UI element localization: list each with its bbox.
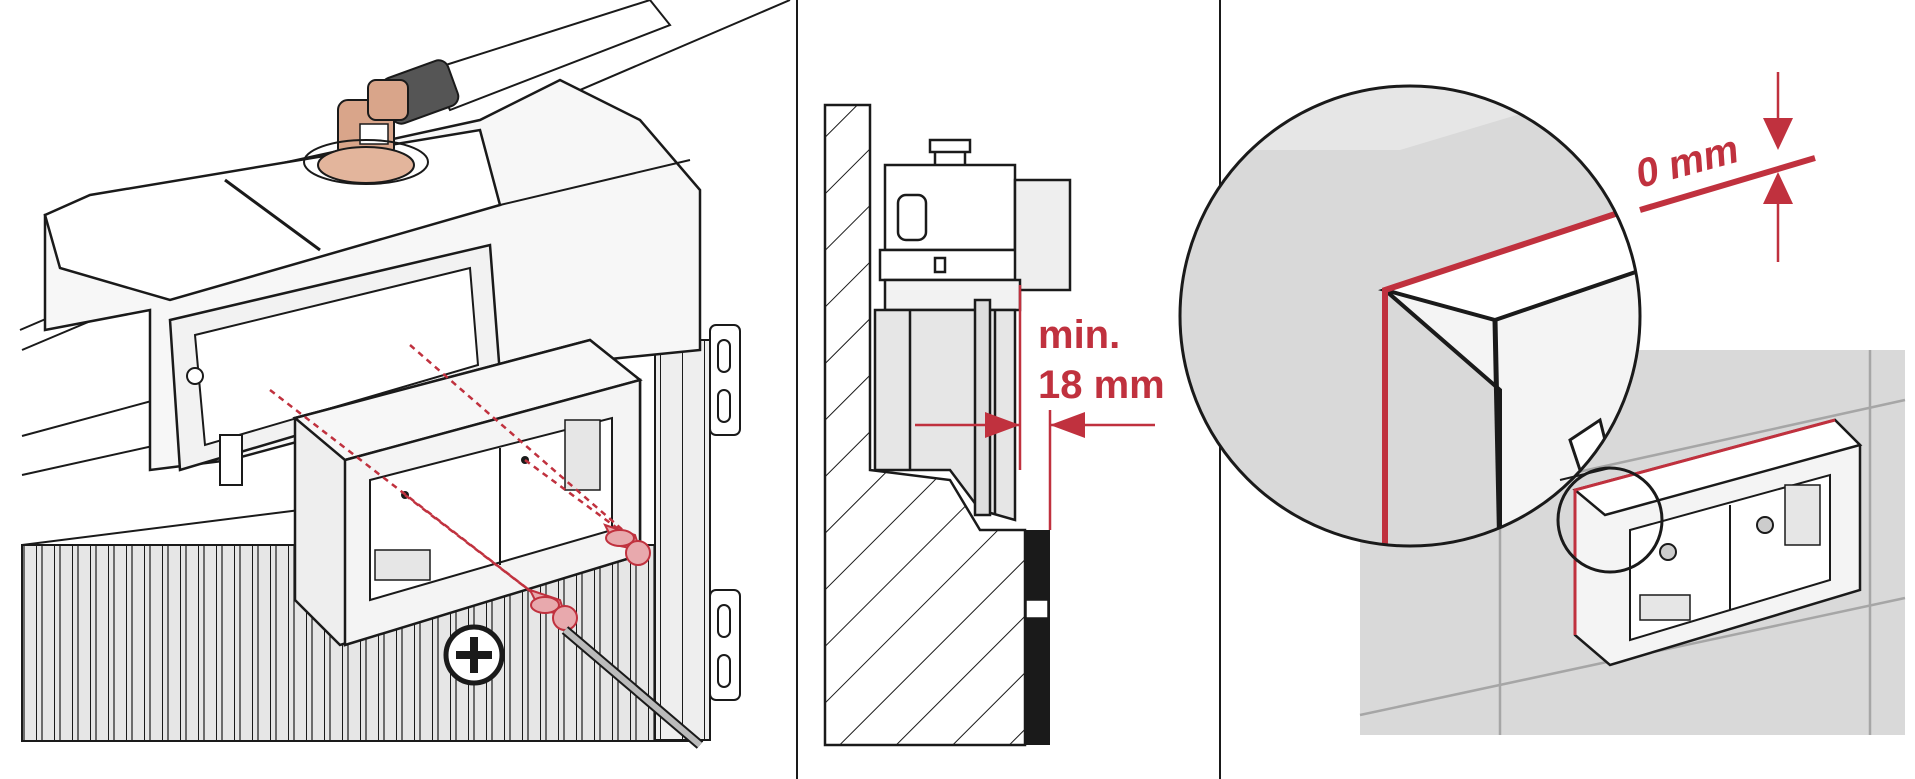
mounting-plate-inner — [193, 266, 480, 447]
wall-facing-joint — [1025, 599, 1049, 619]
screwdriver-shaft — [563, 627, 702, 748]
wall-section — [823, 103, 1027, 747]
frame-profile — [873, 138, 1072, 522]
panel-flush-detail: 0 mm — [1178, 72, 1906, 735]
screw — [603, 523, 651, 566]
zero-gap-dimension — [1763, 72, 1793, 262]
zoom-connector — [1559, 467, 1611, 481]
lid-seam — [224, 178, 321, 252]
frame-side-bracket — [654, 339, 711, 741]
wall-facing — [1025, 530, 1050, 745]
plate-screw — [186, 367, 204, 385]
flush-reference-line — [1639, 155, 1816, 213]
surface-box — [292, 338, 643, 647]
min-label: min. — [1038, 313, 1120, 357]
wall-line — [21, 395, 171, 437]
bracket-slots — [709, 324, 741, 701]
plate-clip — [219, 434, 243, 486]
min-depth-dimension — [915, 285, 1155, 530]
phillips-screwdriver-icon — [443, 624, 505, 686]
depth-value-label: 18 mm — [1038, 363, 1165, 407]
wall-line — [21, 509, 301, 546]
angle-valve — [303, 79, 429, 185]
panel-mounting — [19, 0, 791, 749]
lid-seam — [499, 159, 691, 206]
panel-cross-section: min. 18 mm — [823, 103, 1165, 747]
